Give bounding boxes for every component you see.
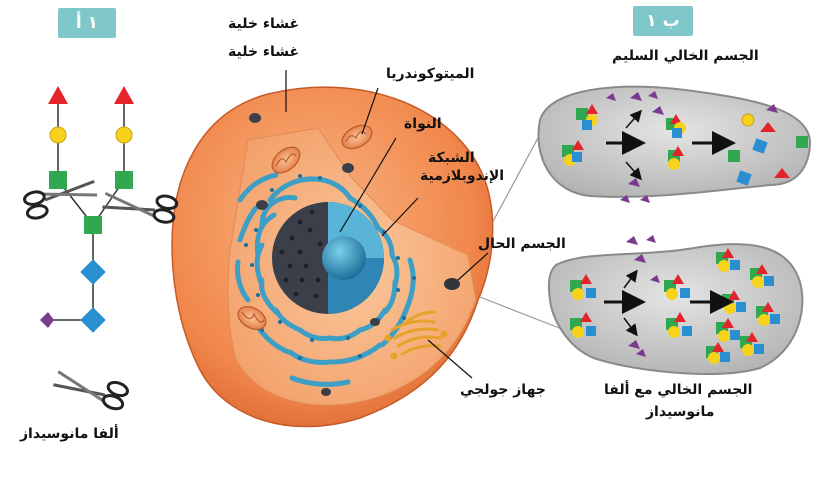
glycan-cluster — [666, 312, 692, 338]
endoplasmic-reticulum — [235, 172, 416, 387]
glycan-cluster — [750, 264, 774, 288]
label-mitochondria: الميتوكوندريا — [386, 66, 475, 82]
label-lysosome: الجسم الحال — [478, 236, 566, 252]
label-deficient-lysosome: مانوسيداز — [646, 404, 715, 420]
mitochondrion — [237, 305, 267, 331]
ribosomes — [244, 174, 416, 360]
sugar-yellow-circle — [49, 126, 67, 144]
panel-a-tag: ١ أ — [58, 8, 116, 38]
mitochondrion — [271, 146, 301, 174]
label-nucleus: النواة — [404, 116, 442, 132]
panel-b-tag: ب ١ — [633, 6, 693, 36]
glycan-cluster — [570, 274, 596, 300]
leader-lines — [285, 70, 489, 379]
sugar-red-triangle — [48, 86, 68, 104]
nucleolus — [322, 236, 366, 280]
sugar-yellow-circle — [115, 126, 133, 144]
glycan-cluster — [576, 104, 598, 130]
label-cell-membrane: غشاء خلية — [228, 16, 300, 32]
sugar-purple-diamond — [40, 312, 54, 328]
label-cell-membrane: غشاء خلية — [228, 44, 300, 60]
glycan-cluster — [716, 248, 740, 272]
lysosome-in-cell — [444, 278, 460, 290]
label-er: الإندوبلازمية — [420, 168, 505, 184]
sugar-red-triangle — [114, 86, 134, 104]
sugar-green-square — [49, 171, 67, 189]
scissors-icon — [102, 191, 179, 224]
label-enzyme: ألفا مانوسيداز — [20, 426, 119, 442]
glycan-cluster — [740, 332, 764, 356]
sugar-blue-square — [80, 307, 106, 333]
glycan-structure — [40, 86, 134, 333]
glycan-cluster — [706, 342, 730, 364]
sugar-green-square — [115, 171, 133, 189]
label-deficient-lysosome: الجسم الخالي مع ألفا — [604, 382, 753, 398]
golgi-apparatus — [384, 310, 448, 360]
label-healthy-lysosome: الجسم الخالي السليم — [612, 48, 759, 64]
nucleus — [272, 202, 384, 314]
enzymes — [606, 91, 778, 203]
glycan-cluster — [756, 302, 780, 326]
cell — [171, 86, 494, 428]
sugar-blue-square — [80, 259, 106, 285]
scissors-icon-legend — [53, 370, 129, 411]
label-er: الشبكة — [428, 150, 475, 166]
glycan-cluster — [562, 140, 584, 166]
glycan-cluster — [668, 146, 684, 170]
healthy-lysosome — [537, 85, 812, 203]
deficient-lysosome — [547, 235, 804, 375]
sugar-green-square — [84, 216, 102, 234]
label-golgi: جهاز جولجي — [460, 382, 546, 398]
glycan-cluster — [666, 114, 686, 138]
glycan-cluster — [716, 318, 740, 342]
scissors-icon — [23, 179, 98, 220]
vesicles — [249, 113, 380, 396]
enzymes — [626, 235, 660, 357]
glycan-cluster — [570, 312, 596, 338]
glycan-cluster — [664, 274, 690, 300]
